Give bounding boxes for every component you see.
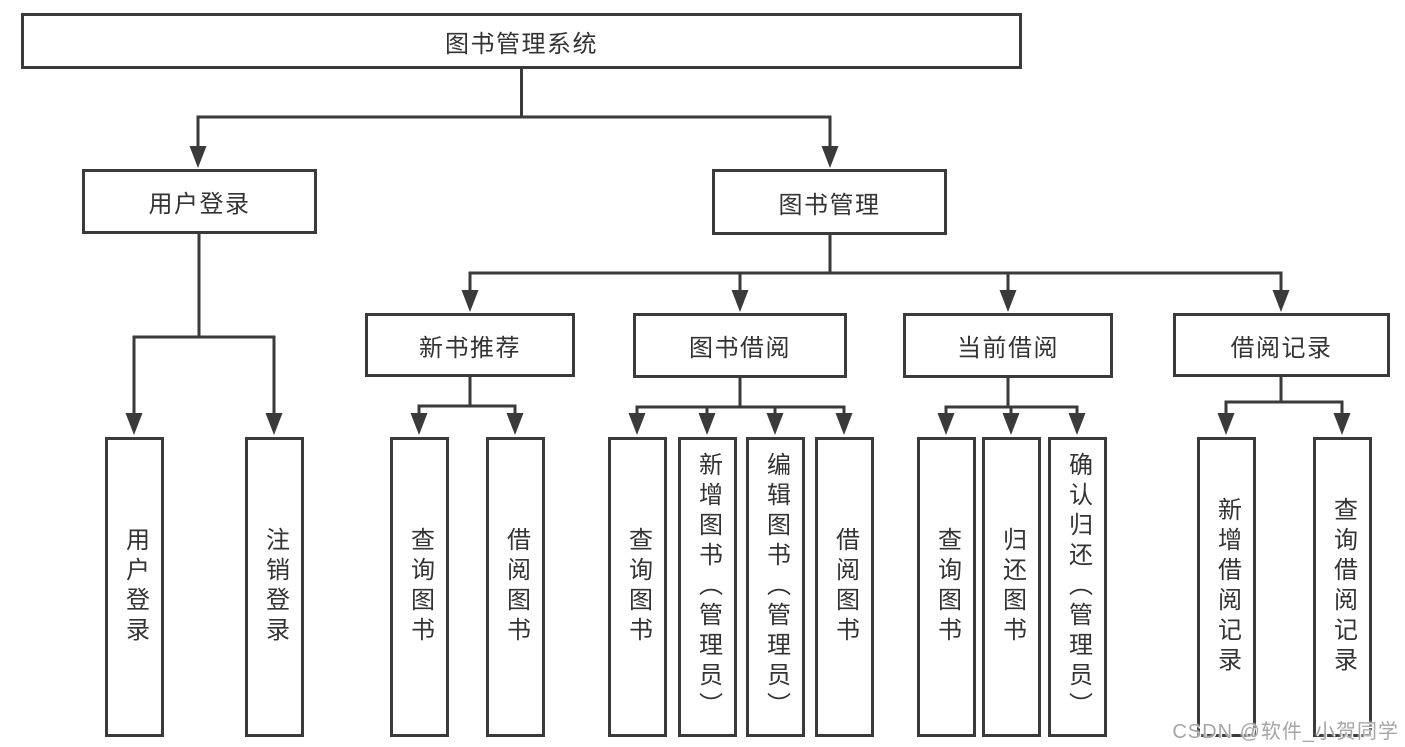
node-book-borrow-label: 图书借阅 xyxy=(689,335,791,362)
leaf-label: 新增图书（管理员） xyxy=(694,452,722,722)
arrow-down-icon xyxy=(1333,413,1351,435)
connector-root-to-level2 xyxy=(196,66,832,150)
leaf-label: 查询图书 xyxy=(624,527,652,647)
arrow-down-icon xyxy=(1002,413,1020,435)
node-book-borrow: 图书借阅 xyxy=(633,313,847,378)
arrow-down-icon xyxy=(461,290,479,312)
arrow-down-icon xyxy=(835,413,853,435)
arrow-down-icon xyxy=(937,413,955,435)
node-new-book-rec-label: 新书推荐 xyxy=(419,334,521,362)
leaf-label: 查询借阅记录 xyxy=(1329,497,1357,677)
leaf-label: 归还图书 xyxy=(998,527,1026,647)
arrowheads xyxy=(125,146,1351,435)
arrow-down-icon xyxy=(698,413,716,435)
leaf-borrow-books-rec: 借阅图书 xyxy=(486,437,545,737)
leaf-logout: 注销登录 xyxy=(245,437,304,737)
leaf-user-login: 用户登录 xyxy=(105,437,164,737)
arrow-down-icon xyxy=(265,413,283,435)
leaf-query-books-borrow: 查询图书 xyxy=(608,437,667,737)
csdn-watermark: CSDN @软件_小贺同学 xyxy=(1172,721,1399,743)
connector-current-borrow-to-leaves xyxy=(944,375,1079,417)
leaf-add-books-admin: 新增图书（管理员） xyxy=(678,437,737,737)
connector-user-login-to-leaves xyxy=(132,231,276,417)
node-user-login-label: 用户登录 xyxy=(148,191,251,218)
leaf-label: 借阅图书 xyxy=(831,527,859,647)
leaf-label: 新增借阅记录 xyxy=(1213,497,1241,677)
leaf-edit-books-admin: 编辑图书（管理员） xyxy=(746,437,805,737)
leaf-query-books-rec: 查询图书 xyxy=(390,437,449,737)
arrow-down-icon xyxy=(731,290,749,312)
connector-book-mgmt-to-level3 xyxy=(468,232,1283,294)
node-current-borrow: 当前借阅 xyxy=(903,313,1113,378)
arrow-down-icon xyxy=(125,413,143,435)
arrow-down-icon xyxy=(1217,413,1235,435)
leaf-borrow-books: 借阅图书 xyxy=(815,437,874,737)
arrow-down-icon xyxy=(506,413,524,435)
leaf-label: 借阅图书 xyxy=(502,527,530,647)
arrow-down-icon xyxy=(999,290,1017,312)
connector-borrow-records-to-leaves xyxy=(1224,374,1344,417)
arrow-down-icon xyxy=(1068,413,1086,435)
leaf-label: 确认归还（管理员） xyxy=(1064,452,1092,722)
arrow-down-icon xyxy=(410,413,428,435)
leaf-label: 查询图书 xyxy=(933,527,961,647)
node-book-mgmt-label: 图书管理 xyxy=(778,191,881,219)
leaf-query-books-current: 查询图书 xyxy=(917,437,976,737)
leaf-label: 用户登录 xyxy=(121,527,149,647)
leaf-confirm-return-admin: 确认归还（管理员） xyxy=(1048,437,1107,737)
node-root: 图书管理系统 xyxy=(21,13,1022,69)
arrow-down-icon xyxy=(628,413,646,435)
connector-book-borrow-to-leaves xyxy=(635,375,846,417)
arrow-down-icon xyxy=(766,413,784,435)
arrow-down-icon xyxy=(1272,290,1290,312)
leaf-query-borrow-record: 查询借阅记录 xyxy=(1313,437,1372,737)
node-new-book-rec: 新书推荐 xyxy=(365,313,575,377)
node-borrow-records-label: 借阅记录 xyxy=(1230,334,1333,362)
node-user-login: 用户登录 xyxy=(82,169,317,234)
leaf-return-books: 归还图书 xyxy=(982,437,1041,737)
leaf-label: 注销登录 xyxy=(261,527,289,647)
node-root-label: 图书管理系统 xyxy=(445,30,598,58)
arrow-down-icon xyxy=(189,146,207,168)
leaf-add-borrow-record: 新增借阅记录 xyxy=(1197,437,1256,737)
node-book-mgmt: 图书管理 xyxy=(712,169,947,235)
node-current-borrow-label: 当前借阅 xyxy=(957,335,1059,362)
arrow-down-icon xyxy=(821,146,839,168)
node-borrow-records: 借阅记录 xyxy=(1173,313,1390,377)
leaf-label: 编辑图书（管理员） xyxy=(762,452,790,722)
connector-new-book-rec-to-leaves xyxy=(417,374,517,417)
leaf-label: 查询图书 xyxy=(406,527,434,647)
